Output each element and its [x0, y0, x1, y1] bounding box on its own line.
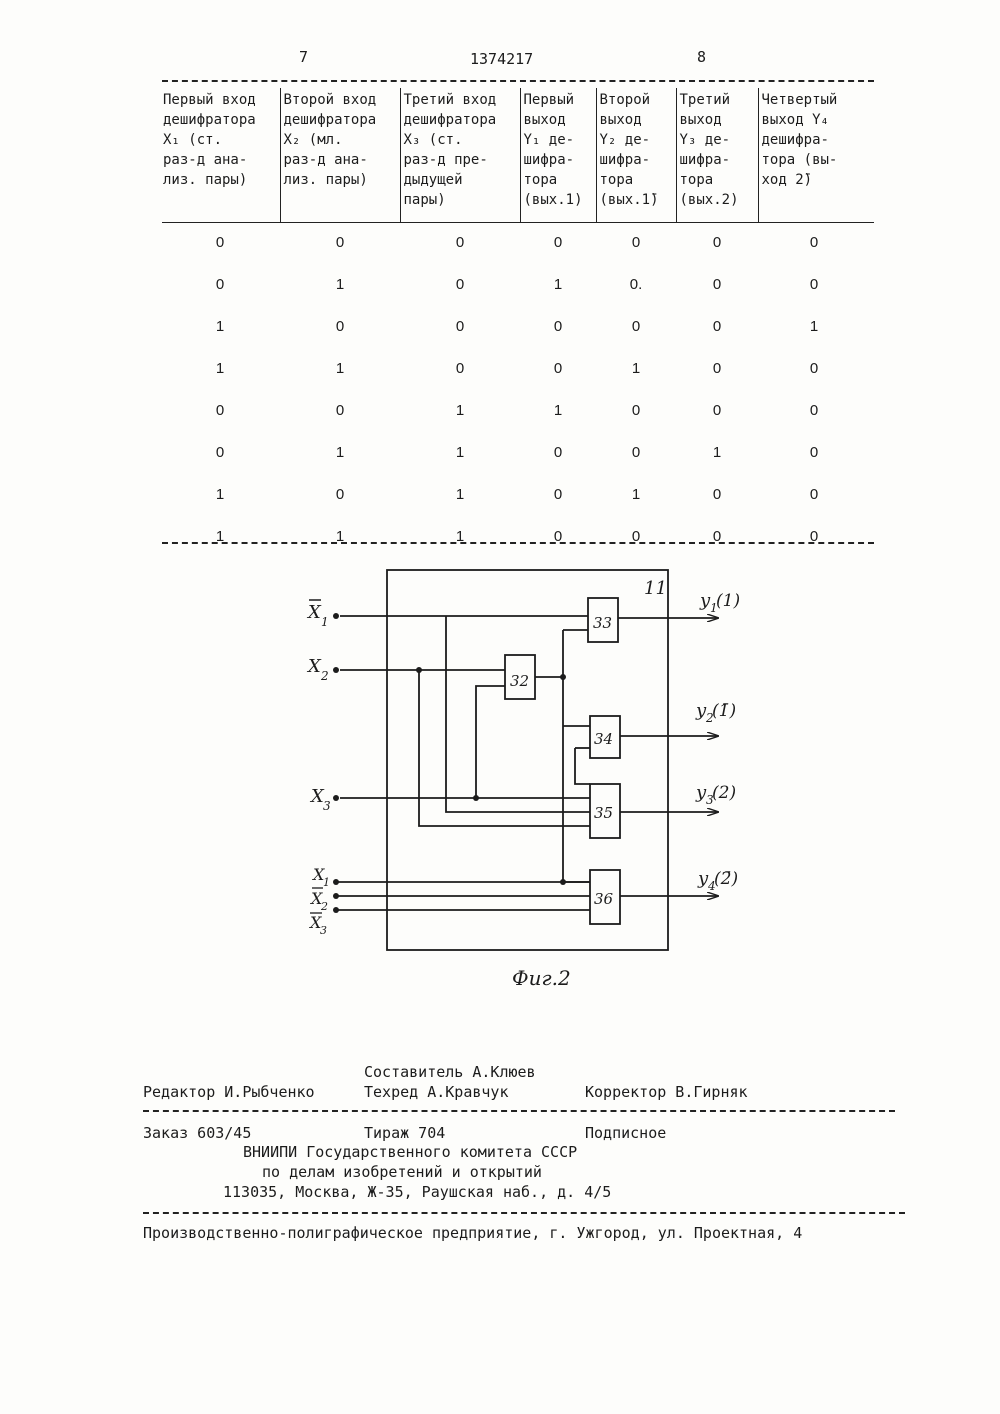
output-paren: (1) [716, 591, 740, 611]
wire-x3-to-32 [476, 686, 505, 798]
input-sub: 1 [323, 876, 330, 889]
figure-caption: Фиг.2 [512, 966, 571, 990]
terminal-dot [333, 667, 339, 673]
gate-label-34: 34 [594, 730, 613, 748]
gate-label-36: 36 [594, 890, 614, 908]
input-sub: 2 [320, 669, 329, 683]
techred-credit: Техред А.Кравчук [364, 1083, 509, 1101]
gate-label-32: 32 [510, 672, 529, 690]
block-label: 11 [644, 578, 667, 599]
editor-credit: Редактор И.Рыбченко [143, 1083, 315, 1101]
corrector-credit: Корректор В.Гирняк [585, 1083, 748, 1101]
order-number: Заказ 603/45 [143, 1124, 251, 1142]
input-label-x2: X [306, 656, 322, 677]
input-sub: 1 [321, 615, 329, 629]
org-line-1: ВНИИПИ Государственного комитета СССР [243, 1143, 577, 1161]
terminal-dot [333, 879, 339, 885]
gate-label-35: 35 [594, 804, 613, 822]
junction-dot [560, 674, 566, 680]
output-paren: (1̄) [712, 701, 736, 721]
output-paren: (2̄) [714, 869, 738, 889]
terminal-dot [333, 907, 339, 913]
output-paren: (2) [712, 783, 736, 803]
junction-dot [416, 667, 422, 673]
wire-34-to-35 [575, 748, 590, 784]
subscription: Подписное [585, 1124, 666, 1142]
footer-rule-1 [143, 1110, 895, 1112]
junction-dot [473, 795, 479, 801]
input-sub: 3 [320, 924, 327, 937]
junction-dot [560, 879, 566, 885]
input-sub: 3 [323, 799, 331, 813]
wire-x1bar-to-35 [446, 616, 590, 812]
input-label-x1bar: X [306, 602, 322, 623]
gate-label-33: 33 [593, 614, 612, 632]
terminal-dot [333, 893, 339, 899]
circulation: Тираж 704 [364, 1124, 445, 1142]
org-line-2: по делам изобретений и открытий [262, 1163, 542, 1181]
footer-rule-2 [143, 1212, 905, 1214]
org-address: 113035, Москва, Ж-35, Раушская наб., д. … [223, 1183, 611, 1201]
compiler-credit: Составитель А.Клюев [364, 1063, 536, 1081]
input-sub: 2 [320, 900, 328, 913]
terminal-dot [333, 613, 339, 619]
terminal-dot [333, 795, 339, 801]
decoder-block-11 [387, 570, 668, 950]
printer-line: Производственно-полиграфическое предприя… [143, 1224, 802, 1242]
